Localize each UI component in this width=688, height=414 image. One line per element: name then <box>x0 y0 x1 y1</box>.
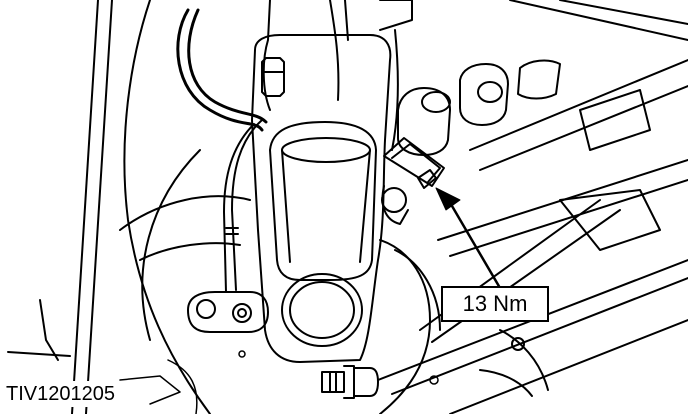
torque-callout-label: 13 Nm <box>441 286 549 322</box>
right-structure <box>377 0 688 414</box>
lower-left-flange <box>187 291 269 333</box>
minor-features <box>119 350 439 414</box>
right-mount-bosses <box>397 59 561 156</box>
callout-arrow-icon <box>435 187 461 211</box>
left-frame-rails <box>7 0 113 414</box>
sensor-bracket <box>381 137 445 225</box>
bottom-bolt <box>321 365 379 399</box>
upper-bracket <box>262 0 413 151</box>
torque-callout-leader <box>450 204 502 290</box>
tube-opening <box>281 137 371 263</box>
background-housing <box>119 0 251 414</box>
lower-housing <box>379 239 549 414</box>
top-bracket-bolt <box>261 57 285 97</box>
vacuum-line <box>223 119 263 293</box>
mounting-plate <box>251 34 392 363</box>
lower-bore <box>281 273 363 347</box>
figure-id-label: TIV1201205 <box>4 381 118 407</box>
